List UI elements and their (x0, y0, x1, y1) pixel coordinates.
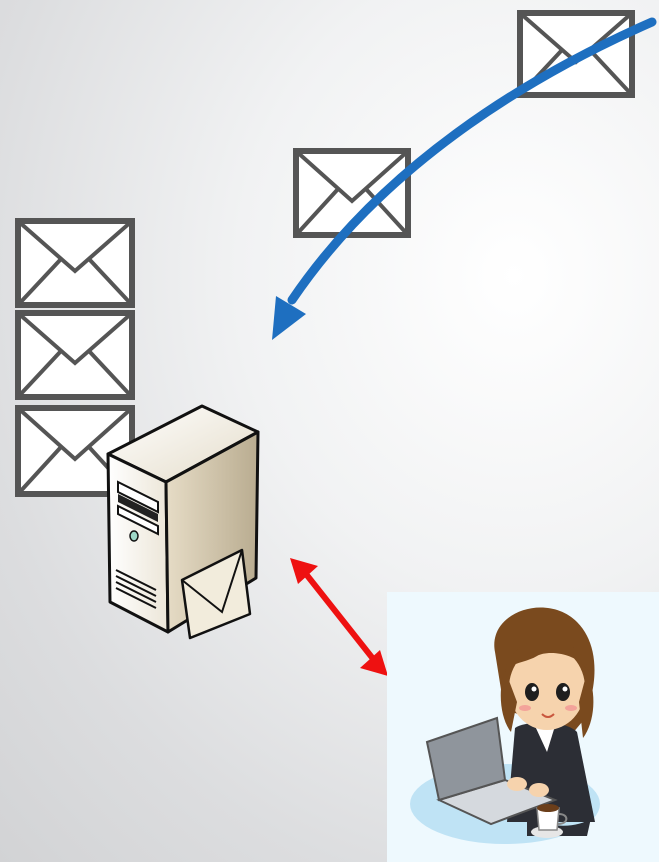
user-panel (387, 592, 659, 862)
stored-envelope-1-icon (15, 218, 135, 308)
woman-with-laptop-icon (410, 607, 600, 844)
mail-server-icon (106, 404, 260, 640)
incoming-mail-arrow (272, 17, 657, 340)
sync-arrow (290, 558, 388, 676)
stored-envelope-2-icon (15, 310, 135, 400)
